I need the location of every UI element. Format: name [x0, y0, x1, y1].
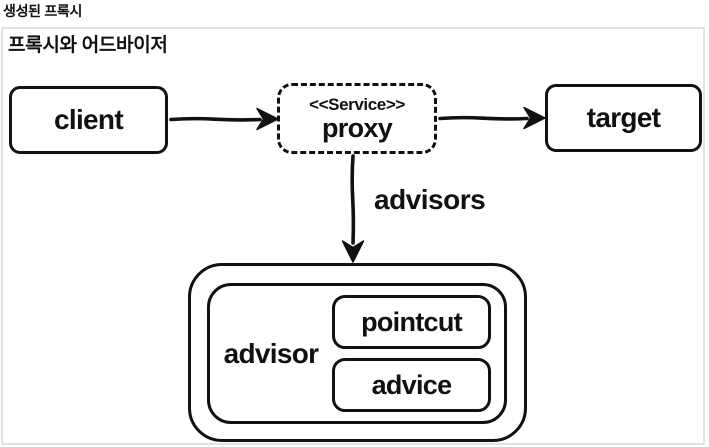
advisors-container — [188, 263, 527, 442]
advisor-node: advisor pointcut advice — [207, 283, 507, 424]
proxy-stereotype-label: <<Service>> — [309, 94, 405, 114]
panel-title: 프록시와 어드바이저 — [8, 35, 168, 56]
target-node-label: target — [586, 102, 661, 133]
advisor-node-label: advisor — [223, 337, 319, 369]
advisor-children: pointcut advice — [332, 295, 491, 412]
page-title: 생성된 프록시 — [3, 3, 83, 19]
advice-node-label: advice — [371, 369, 453, 400]
target-node: target — [545, 84, 702, 152]
proxy-node-label: proxy — [321, 112, 393, 143]
advice-node: advice — [332, 358, 491, 412]
proxy-node: <<Service>> proxy — [277, 83, 437, 154]
client-node: client — [9, 86, 168, 154]
pointcut-node-label: pointcut — [361, 306, 463, 337]
advisors-edge-label: advisors — [374, 184, 486, 215]
client-node-label: client — [54, 104, 124, 135]
pointcut-node: pointcut — [332, 295, 491, 349]
